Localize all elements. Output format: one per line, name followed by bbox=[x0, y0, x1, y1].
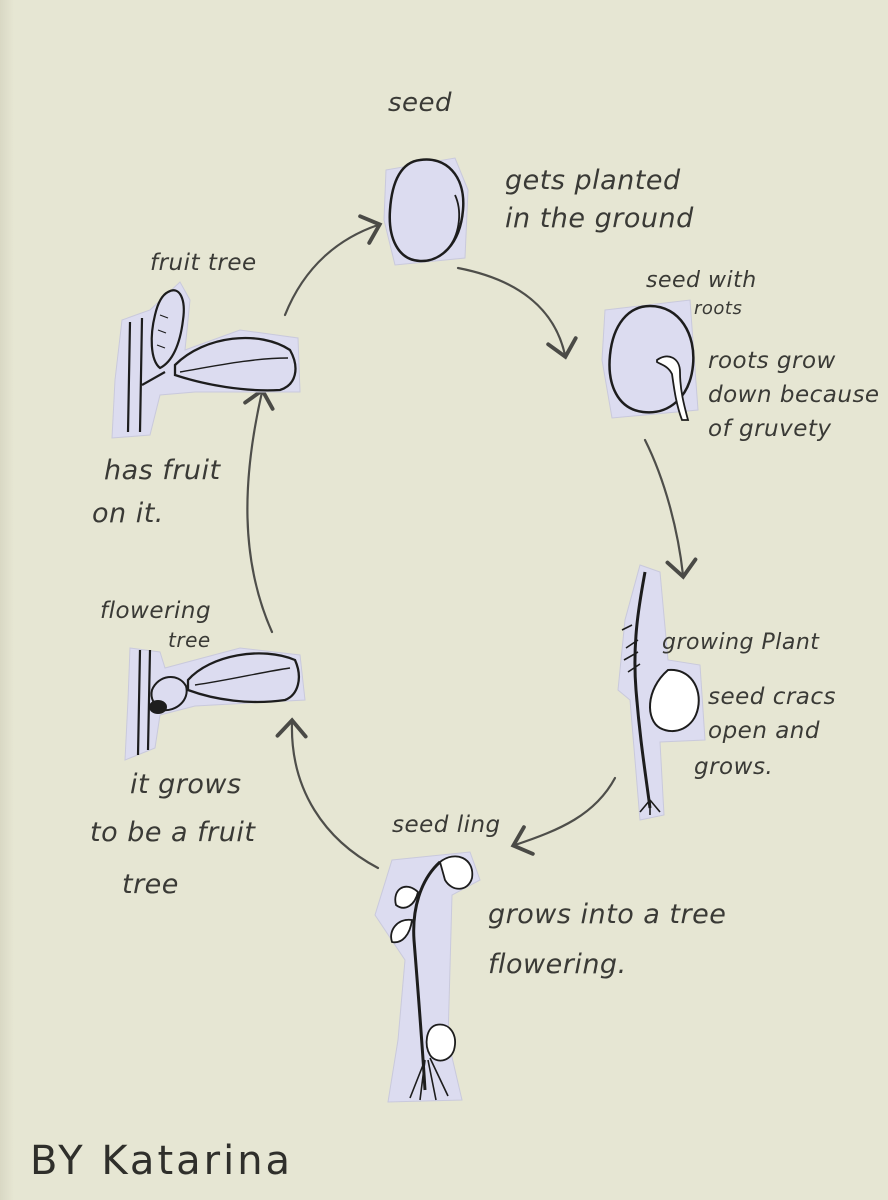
seedling-description-line-1: grows into a tree bbox=[488, 899, 727, 930]
flowering-description-line-1: it grows bbox=[130, 769, 242, 800]
cycle-arrows bbox=[243, 214, 698, 870]
growing-plant-label: growing Plant bbox=[662, 630, 820, 655]
flowering-branch-drawing bbox=[136, 649, 152, 756]
fruit-tree-label: fruit tree bbox=[150, 250, 257, 276]
fruit-tree-cutout bbox=[111, 281, 301, 439]
fruit-tree-description-line-2: on it. bbox=[92, 498, 164, 529]
seed-with-roots-label-line-2: roots bbox=[694, 298, 743, 319]
seed-with-roots-label: seed with bbox=[646, 268, 757, 293]
arrow-seedling-to-flowering bbox=[275, 717, 380, 870]
flowering-description-line-2: to be a fruit bbox=[90, 817, 256, 848]
seed-with-roots-cutout bbox=[601, 299, 699, 421]
seed-description-line-2: in the ground bbox=[505, 203, 694, 234]
growing-description-line-2: open and bbox=[708, 718, 820, 744]
flowering-leaf-drawing bbox=[186, 652, 300, 704]
root-drawing bbox=[656, 355, 690, 421]
roots-description-line-3: of gruvety bbox=[708, 416, 832, 442]
seed-drawing bbox=[388, 158, 465, 263]
seedling-roots-drawing bbox=[409, 1057, 449, 1101]
flowering-tree-label-line-2: tree bbox=[168, 628, 211, 652]
roots-description-line-2: down because bbox=[708, 382, 880, 408]
growing-description-line-3: grows. bbox=[694, 754, 774, 780]
arrow-roots-to-growing bbox=[643, 438, 698, 580]
arrow-fruit-to-seed bbox=[283, 214, 383, 317]
seedling-description-line-2: flowering. bbox=[488, 949, 627, 980]
paper-edge bbox=[0, 0, 14, 1200]
sprouting-seed-drawing bbox=[649, 668, 700, 733]
arrow-growing-to-seedling bbox=[510, 776, 617, 856]
arrow-seed-to-roots bbox=[456, 266, 578, 360]
fruit-drawing bbox=[150, 289, 185, 370]
growing-plant-cutout bbox=[617, 564, 706, 821]
fruit-tree-description-line-1: has fruit bbox=[104, 455, 221, 486]
flowering-tree-label: flowering bbox=[100, 598, 212, 624]
seedling-seed-drawing bbox=[425, 1023, 456, 1062]
arrow-flowering-to-fruit bbox=[243, 387, 275, 634]
seed-label: seed bbox=[388, 88, 453, 118]
roots-description-line-1: roots grow bbox=[708, 348, 836, 374]
flowering-tree-cutout bbox=[124, 647, 306, 761]
signature: BY Katarina bbox=[30, 1138, 294, 1184]
seedling-label: seed ling bbox=[392, 812, 501, 838]
seed-description-line-1: gets planted bbox=[505, 165, 681, 196]
flowering-description-line-3: tree bbox=[122, 869, 179, 900]
fruit-tree-leaf-drawing bbox=[173, 336, 297, 392]
seed-cutout bbox=[383, 157, 469, 266]
seedling-leaves-drawing bbox=[390, 855, 474, 944]
growing-description-line-1: seed cracs bbox=[708, 684, 837, 710]
fruit-branch-drawing bbox=[126, 317, 166, 433]
seedling-stem-drawing bbox=[412, 860, 442, 1091]
stem-drawing bbox=[633, 571, 652, 809]
seedling-cutout bbox=[374, 851, 481, 1103]
rooted-seed-drawing bbox=[608, 304, 695, 414]
